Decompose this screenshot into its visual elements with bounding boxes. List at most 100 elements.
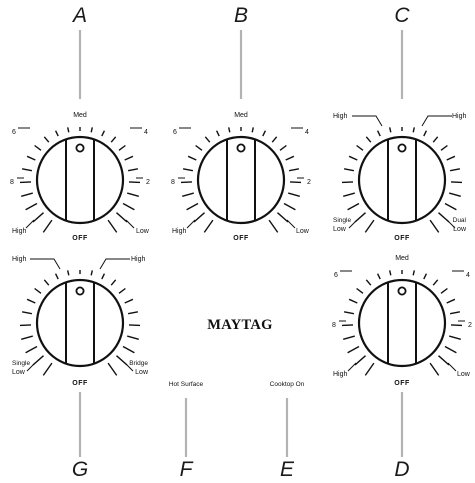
- knob-c-dial[interactable]: [357, 135, 447, 225]
- knob-a[interactable]: Med 6 4 8 2 High Low OFF: [10, 112, 150, 242]
- knob-a-tick-mark: [110, 136, 117, 143]
- knob-d-dial-rim: [357, 278, 447, 368]
- knob-a-dial-rim: [35, 135, 125, 225]
- knob-c-tick-mark: [432, 136, 439, 143]
- knob-c-leader-line: [352, 115, 383, 127]
- knob-c-tick-mark: [444, 202, 457, 211]
- knob-a-indicator-dot-icon: [75, 143, 85, 153]
- knob-d-tick-mark: [449, 311, 461, 315]
- knob-a-8-label: 8: [10, 179, 14, 186]
- knob-c-tick-mark: [446, 155, 456, 161]
- knob-a-tick-mark: [42, 219, 53, 233]
- knob-d-tick-mark: [389, 270, 392, 276]
- knob-c-single-label: Single: [333, 217, 351, 224]
- knob-b-leader-line: [286, 219, 296, 229]
- knob-b-tick-mark: [228, 127, 231, 133]
- knob-a-leader-lines: [17, 127, 143, 229]
- knob-b-tick-mark: [288, 168, 300, 172]
- knob-d-tick-mark: [376, 273, 381, 280]
- knob-g-tick-mark: [67, 270, 70, 276]
- knob-g-leader-line: [30, 258, 61, 270]
- knob-d-tick-mark: [440, 287, 448, 294]
- knob-c-tick-mark: [354, 212, 366, 223]
- knob-g-tick-mark: [54, 273, 59, 280]
- knob-a-off-label: OFF: [72, 235, 88, 242]
- knob-a-leader-line: [25, 219, 35, 229]
- knob-a-tick-mark: [54, 130, 59, 137]
- knob-g-dial-rim: [35, 278, 125, 368]
- knob-d[interactable]: Med 6 4 8 2 High Low OFF: [332, 255, 472, 387]
- knob-d-tick-mark: [364, 362, 375, 376]
- knob-b-tick-mark: [288, 192, 300, 197]
- knob-g-tick-mark: [127, 335, 139, 340]
- cooktop-on-indicator-label: Cooktop On: [270, 381, 305, 388]
- knob-c-tick-mark: [376, 130, 381, 137]
- knob-a-tick-mark: [67, 127, 70, 133]
- knob-b-tick-mark: [187, 155, 197, 161]
- knob-d-indicator-dot-icon: [397, 286, 407, 296]
- knob-b-tick-mark: [262, 130, 267, 137]
- knob-b-tick-mark: [283, 202, 296, 211]
- knob-d-tick-mark: [356, 287, 364, 294]
- knob-a-leader-line: [125, 219, 135, 229]
- knob-b[interactable]: Med 6 4 8 2 High Low OFF: [171, 112, 311, 242]
- knob-a-tick-mark: [118, 144, 126, 151]
- knob-b-tick-mark: [279, 144, 287, 151]
- knob-c-tick-mark: [429, 219, 440, 233]
- knob-c-high-left-label: High: [333, 113, 348, 120]
- knob-d-tick-mark: [449, 335, 461, 340]
- knob-a-tick-mark: [128, 181, 141, 184]
- knob-a-tick-mark: [32, 212, 44, 223]
- knob-g-tick-mark: [34, 287, 42, 294]
- knob-g[interactable]: High High Single Low Bridge Low OFF: [12, 256, 149, 387]
- knob-g-low-left-label: Low: [12, 369, 26, 376]
- knob-d-leader-line: [447, 362, 457, 372]
- knob-d-tick-mark: [446, 298, 456, 304]
- knob-c-tick-mark: [423, 130, 428, 137]
- callout-letter-f: F: [180, 458, 194, 481]
- callout-letter-e: E: [280, 458, 295, 481]
- knob-g-dial[interactable]: [35, 278, 125, 368]
- knob-a-dial[interactable]: [35, 135, 125, 225]
- knob-a-4-label: 4: [144, 129, 148, 136]
- knob-a-tick-mark: [21, 192, 33, 197]
- maytag-logo: MAYTAG: [207, 317, 272, 333]
- knob-b-dial[interactable]: [196, 135, 286, 225]
- knob-b-tick-mark: [195, 144, 203, 151]
- knob-b-tick-mark: [204, 136, 211, 143]
- knob-c-tick-mark: [364, 219, 375, 233]
- knob-c-dial-rim: [357, 135, 447, 225]
- knob-g-high-right-label: High: [131, 256, 146, 263]
- knob-g-tick-mark: [21, 311, 33, 315]
- knob-g-tick-mark: [122, 345, 135, 354]
- knob-b-tick-mark: [215, 130, 220, 137]
- knob-g-low-right-label: Low: [135, 369, 149, 376]
- knob-a-tick-mark: [21, 168, 33, 172]
- knob-b-leader-lines: [178, 127, 304, 229]
- knob-g-tick-mark: [128, 324, 141, 327]
- knob-a-tick-mark: [26, 155, 36, 161]
- knob-c-tick-mark: [450, 181, 463, 184]
- knob-d-tick-mark: [444, 345, 457, 354]
- callout-letter-g: G: [72, 458, 88, 481]
- knob-g-leader-line: [99, 258, 130, 270]
- knob-b-6-label: 6: [173, 129, 177, 136]
- knob-c-off-label: OFF: [394, 235, 410, 242]
- knob-b-tick-mark: [186, 202, 199, 211]
- knob-c-leader-line: [421, 115, 452, 127]
- knob-d-8-label: 8: [332, 322, 336, 329]
- knob-g-indicator-dot-icon: [75, 286, 85, 296]
- knob-c-tick-mark: [343, 192, 355, 197]
- knob-b-4-label: 4: [305, 129, 309, 136]
- knob-c-tick-mark: [348, 155, 358, 161]
- knob-d-dial[interactable]: [357, 278, 447, 368]
- knob-c-tick-ring: [341, 127, 463, 233]
- knob-d-6-label: 6: [334, 272, 338, 279]
- knob-a-tick-mark: [116, 212, 128, 223]
- knob-g-tick-mark: [116, 355, 128, 366]
- knob-c-tick-mark: [449, 192, 461, 197]
- knob-a-tick-mark: [107, 219, 118, 233]
- knob-c[interactable]: High High Single Low Dual Low OFF: [333, 113, 467, 242]
